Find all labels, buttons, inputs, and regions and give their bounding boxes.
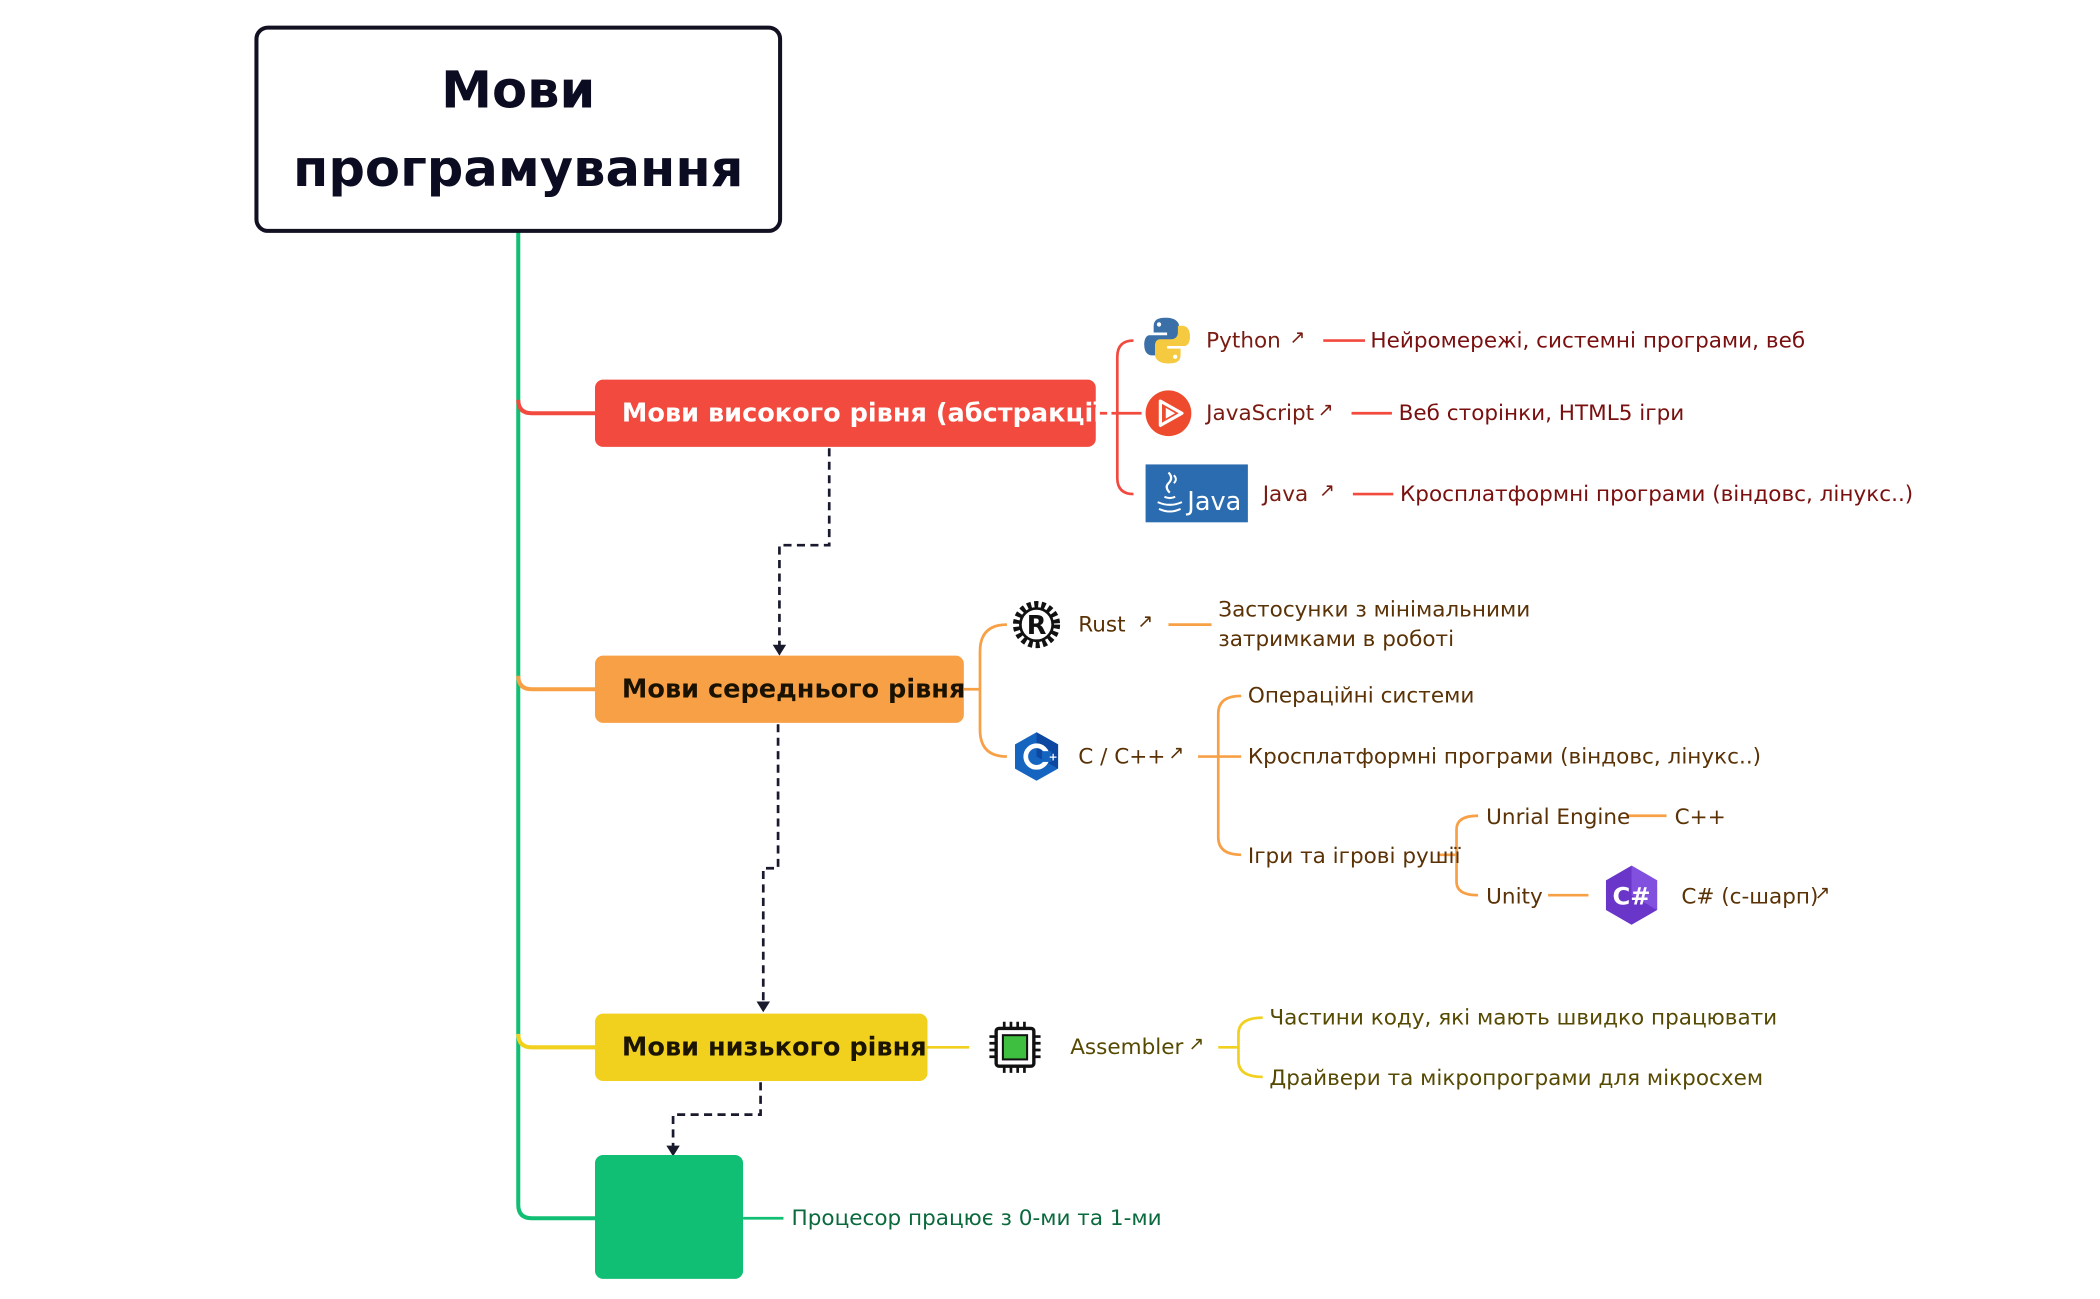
note-asm-drivers: Драйвери та мікропрограми для мікросхем (1269, 1064, 1764, 1091)
external-link-icon[interactable]: ↗ (1137, 611, 1154, 633)
rust-logo-icon: R (1012, 601, 1061, 649)
engine-unreal: Unrial Engine (1486, 803, 1631, 830)
external-link-icon[interactable]: ↗ (1168, 743, 1185, 765)
lang-cpp[interactable]: C / C++ (1078, 743, 1166, 769)
java-logo-icon: Java (1145, 464, 1248, 523)
external-link-icon[interactable]: ↗ (1188, 1033, 1205, 1056)
trunk-line (516, 226, 595, 1221)
lang-csharp[interactable]: C# (с-шарп) (1681, 883, 1819, 909)
flow-arrowheads (666, 644, 787, 1157)
external-link-icon[interactable]: ↗ (1317, 399, 1334, 422)
svg-text:R: R (1027, 611, 1047, 641)
note-cpp-cross: Кросплатформні програми (віндовс, лінукс… (1247, 743, 1762, 769)
note-cpu: Процесор працює з 0-ми та 1-ми (791, 1204, 1162, 1231)
category-cpu[interactable] (594, 1154, 744, 1279)
external-link-icon[interactable]: ↗ (1319, 480, 1336, 503)
category-low-level[interactable]: Мови низького рівня (594, 1013, 928, 1081)
svg-text:++: ++ (1049, 751, 1067, 764)
python-logo-icon (1144, 317, 1190, 364)
root-title-line2: програмування (292, 138, 744, 198)
lang-java[interactable]: Java (1262, 480, 1309, 507)
mid-branches (963, 623, 1667, 897)
note-rust: Застосунки з мінімальними затримками в р… (1218, 596, 1531, 652)
flow-low-to-cpu (671, 1082, 762, 1147)
external-link-icon[interactable]: ↗ (1814, 883, 1831, 905)
flow-arrows (671, 448, 831, 1147)
trunk-branch-high (516, 399, 595, 416)
trunk-branch-mid (516, 675, 595, 692)
cpu-chip-icon (989, 1021, 1041, 1073)
java-logo-text: Java (1185, 487, 1241, 517)
note-asm-fast: Частини коду, які мають швидко працювати (1269, 1004, 1778, 1030)
cpp-logo-icon: ++ (1014, 732, 1067, 781)
category-mid-level[interactable]: Мови середнього рівня (594, 655, 965, 723)
csharp-logo-icon: C# (1605, 865, 1658, 925)
lang-javascript[interactable]: JavaScript (1206, 399, 1315, 426)
flow-mid-to-low (761, 724, 780, 1003)
engine-unity: Unity (1486, 883, 1543, 909)
lang-rust[interactable]: Rust (1078, 611, 1126, 637)
note-cpp-os: Операційні системи (1247, 682, 1475, 709)
javascript-logo-icon (1145, 390, 1192, 437)
note-java: Кросплатформні програми (віндовс, лінукс… (1399, 480, 1914, 507)
external-link-icon[interactable]: ↗ (1289, 327, 1306, 349)
note-python: Нейромережі, системні програми, веб (1370, 327, 1806, 353)
trunk-branch-low (516, 1033, 595, 1050)
note-cpp-games: Ігри та ігрові рушії (1247, 842, 1461, 869)
lang-python[interactable]: Python (1206, 327, 1281, 353)
flow-high-to-mid (778, 448, 831, 647)
engine-unreal-lang: C++ (1674, 803, 1726, 830)
low-branches (927, 1016, 1263, 1079)
root-title-line1: Мови (441, 60, 596, 120)
root-topic: Мови програмування (254, 25, 783, 233)
lang-assembler[interactable]: Assembler (1070, 1033, 1184, 1060)
note-javascript: Веб сторінки, HTML5 ігри (1398, 399, 1685, 426)
category-high-level[interactable]: Мови високого рівня (абстракції) (594, 379, 1114, 447)
high-branches (1095, 339, 1394, 496)
svg-text:C#: C# (1612, 883, 1650, 911)
